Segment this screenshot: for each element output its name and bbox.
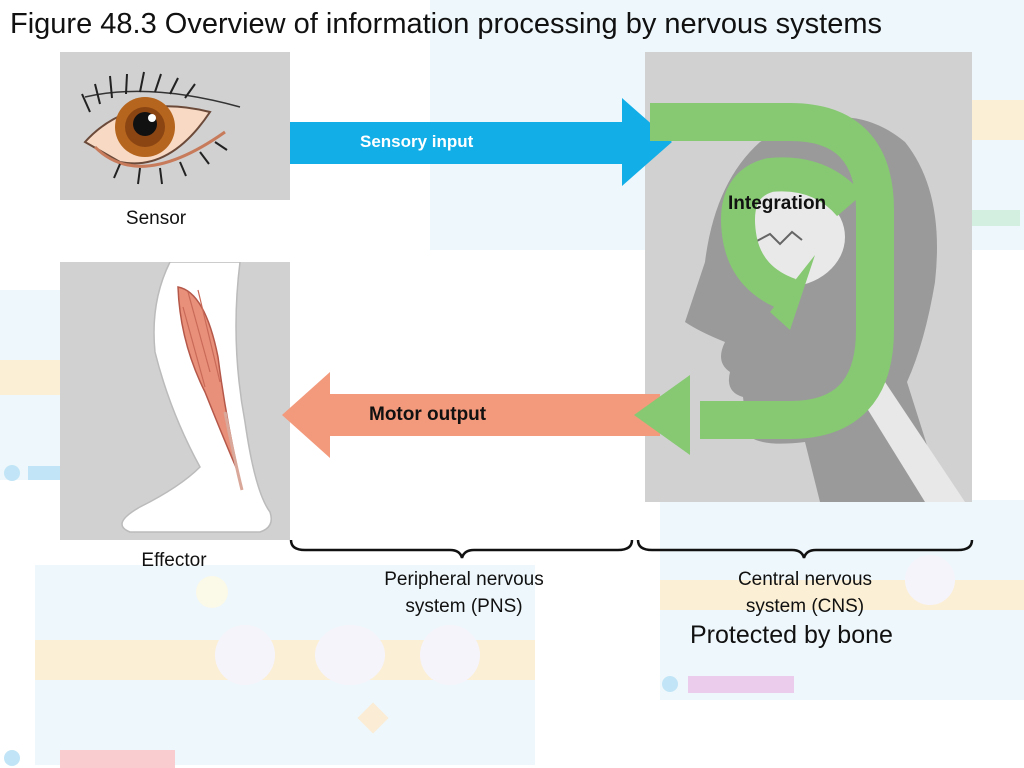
sensor-label: Sensor [125, 208, 187, 229]
leg-muscle-icon [121, 261, 272, 533]
motor-output-arrow [282, 372, 660, 458]
sensory-input-label: Sensory input [360, 132, 474, 151]
pns-label: Peripheral nervous system (PNS) [344, 566, 584, 620]
integration-label: Integration [728, 193, 827, 214]
motor-output-label: Motor output [369, 404, 487, 425]
sensor-panel [60, 52, 290, 200]
cns-label-line2: system (CNS) [745, 596, 865, 617]
pns-label-line2: system (PNS) [405, 596, 523, 617]
cns-label-line1: Central nervous [737, 569, 873, 590]
effector-panel [60, 261, 290, 540]
protected-by-bone-label: Protected by bone [690, 621, 893, 649]
page-title: Figure 48.3 Overview of information proc… [10, 8, 882, 40]
cns-brace [636, 539, 974, 559]
effector-label: Effector [141, 550, 207, 571]
sensory-input-arrow [290, 98, 672, 186]
pns-label-line1: Peripheral nervous [384, 569, 544, 590]
pns-brace [289, 539, 634, 559]
cns-label: Central nervous system (CNS) [685, 566, 925, 620]
eye-icon [81, 71, 241, 185]
integration-loop [650, 103, 894, 439]
